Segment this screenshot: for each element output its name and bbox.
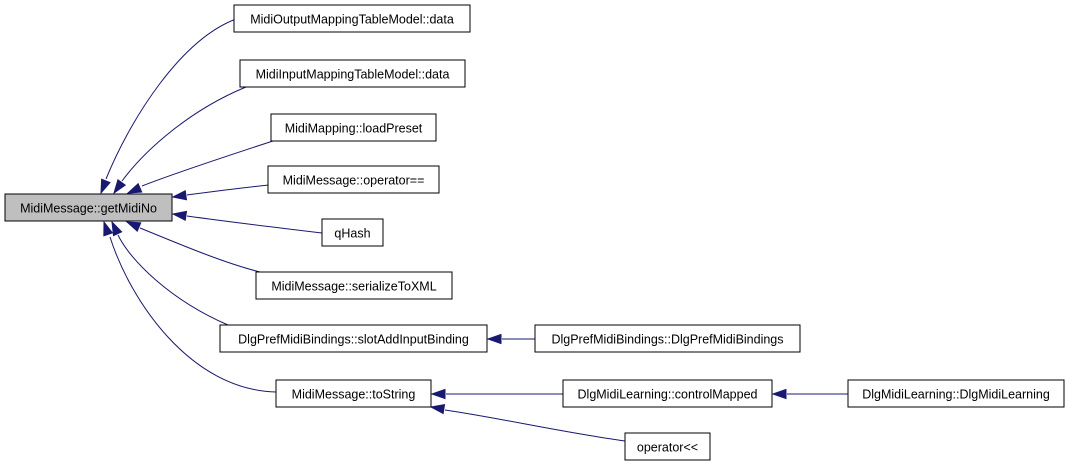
edge-n2-to-root (121, 86, 247, 182)
node-n4[interactable]: MidiMessage::operator== (267, 165, 440, 194)
node-box-n11[interactable] (847, 379, 1065, 408)
node-label-n5: qHash (334, 227, 370, 241)
node-box-n2[interactable] (239, 59, 466, 88)
node-label-n8: DlgPrefMidiBindings::DlgPrefMidiBindings (551, 333, 783, 347)
node-box-n3[interactable] (270, 113, 437, 142)
arrowhead-n3-to-root (126, 182, 143, 194)
node-n8[interactable]: DlgPrefMidiBindings::DlgPrefMidiBindings (534, 324, 801, 353)
arrowhead-n6-to-root (125, 221, 142, 233)
edge-n12-to-n9 (444, 409, 626, 442)
node-label-n3: MidiMapping::loadPreset (285, 122, 423, 136)
edge-n1-to-root (105, 18, 237, 180)
edge-n7-to-root (117, 234, 229, 326)
edge-n5-to-root (186, 215, 323, 234)
edge-n9-to-root (109, 236, 277, 393)
edge-n6-to-root (139, 227, 261, 273)
nodes-layer: MidiMessage::getMidiNo MidiOutputMappingT… (4, 4, 1065, 461)
node-n12[interactable]: operator<< (624, 432, 711, 461)
node-label-n9: MidiMessage::toString (292, 388, 416, 402)
node-n1[interactable]: MidiOutputMappingTableModel::data (233, 4, 471, 33)
edge-n3-to-root (141, 139, 277, 187)
node-box-n12[interactable] (624, 432, 711, 461)
node-label-n4: MidiMessage::operator== (283, 174, 425, 188)
node-box-n7[interactable] (219, 324, 488, 353)
arrowhead-n2-to-root (113, 179, 127, 195)
node-label-root: MidiMessage::getMidiNo (20, 202, 157, 216)
arrowhead-n1-to-root (100, 178, 111, 195)
arrowhead-n4-to-root (171, 190, 188, 201)
node-n10[interactable]: DlgMidiLearning::controlMapped (562, 379, 773, 408)
node-box-n4[interactable] (267, 165, 440, 194)
node-box-n1[interactable] (233, 4, 471, 33)
arrowhead-n10-to-n9 (430, 388, 446, 400)
node-root[interactable]: MidiMessage::getMidiNo (4, 193, 173, 222)
node-box-n10[interactable] (562, 379, 773, 408)
node-label-n10: DlgMidiLearning::controlMapped (578, 388, 758, 402)
arrowhead-n8-to-n7 (486, 333, 502, 345)
edge-n4-to-root (186, 184, 270, 196)
node-n9[interactable]: MidiMessage::toString (275, 379, 432, 408)
node-box-n9[interactable] (275, 379, 432, 408)
arrowhead-n5-to-root (171, 210, 188, 222)
node-n2[interactable]: MidiInputMappingTableModel::data (239, 59, 466, 88)
arrowhead-n12-to-n9 (429, 403, 446, 415)
edges-layer (100, 18, 848, 442)
node-n5[interactable]: qHash (321, 218, 384, 247)
node-box-root[interactable] (4, 193, 173, 222)
node-label-n6: MidiMessage::serializeToXML (271, 280, 436, 294)
node-box-n5[interactable] (321, 218, 384, 247)
arrowhead-n7-to-root (111, 220, 123, 237)
arrowhead-n11-to-n10 (771, 388, 787, 400)
node-label-n11: DlgMidiLearning::DlgMidiLearning (862, 388, 1050, 402)
node-box-n8[interactable] (534, 324, 801, 353)
node-n11[interactable]: DlgMidiLearning::DlgMidiLearning (847, 379, 1065, 408)
node-label-n1: MidiOutputMappingTableModel::data (250, 13, 454, 27)
node-box-n6[interactable] (255, 271, 453, 300)
node-label-n7: DlgPrefMidiBindings::slotAddInputBinding (238, 333, 469, 347)
node-n6[interactable]: MidiMessage::serializeToXML (255, 271, 453, 300)
arrowhead-n9-to-root (103, 220, 114, 237)
node-n7[interactable]: DlgPrefMidiBindings::slotAddInputBinding (219, 324, 488, 353)
node-label-n2: MidiInputMappingTableModel::data (256, 68, 450, 82)
node-n3[interactable]: MidiMapping::loadPreset (270, 113, 437, 142)
node-label-n12: operator<< (637, 441, 698, 455)
